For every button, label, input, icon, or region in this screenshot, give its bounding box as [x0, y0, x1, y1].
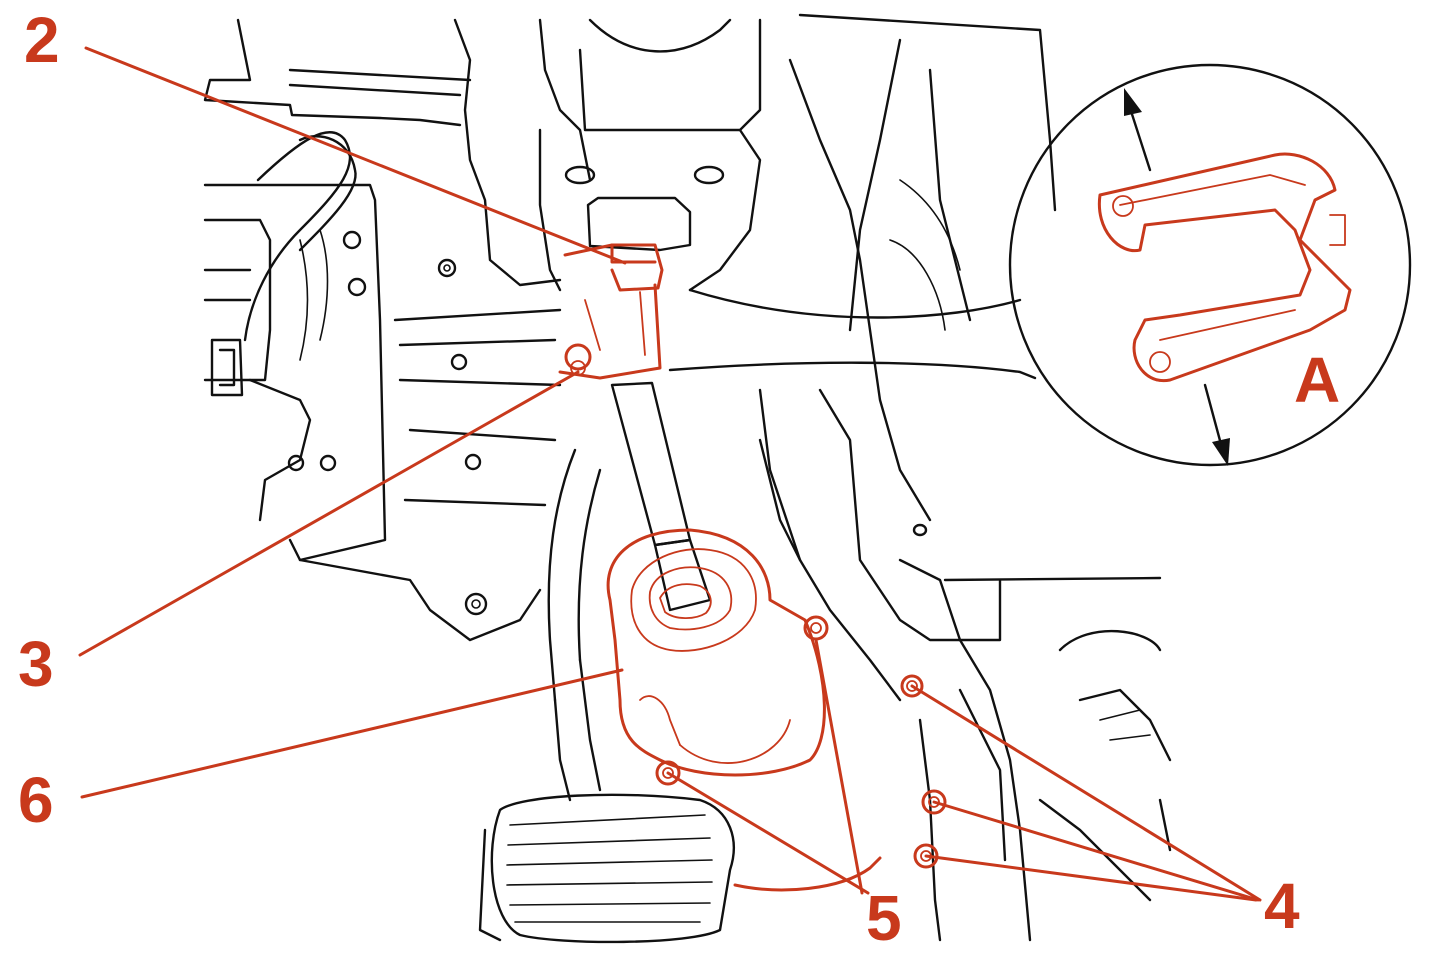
leader-2 — [84, 46, 627, 265]
callout-6: 6 — [18, 764, 54, 836]
callout-2: 2 — [24, 4, 60, 76]
leader-6 — [80, 668, 624, 799]
callout-5: 5 — [866, 882, 902, 954]
retaining-clip — [1097, 152, 1352, 383]
highlighted-parts — [558, 243, 947, 892]
nut — [319, 454, 337, 472]
part-4-nut — [900, 674, 924, 698]
nut — [464, 453, 482, 471]
callout-3: 3 — [18, 628, 54, 700]
leader-5a — [666, 771, 870, 895]
part-3-bracket — [558, 283, 662, 380]
callout-labels: 2 3 6 5 4 A — [18, 4, 1340, 954]
arrow-down-icon — [1203, 383, 1230, 466]
background-line-art — [203, 13, 1172, 944]
nut — [287, 454, 305, 472]
callout-detail-a: A — [1294, 344, 1340, 416]
detail-view-a — [668, 63, 1412, 467]
leader-4a — [910, 684, 1262, 902]
nut — [450, 353, 468, 371]
nut — [464, 592, 488, 616]
arrow-up-icon — [1124, 88, 1152, 172]
pedal-pad — [478, 793, 735, 944]
callout-4: 4 — [1264, 870, 1300, 942]
part-6-boot — [606, 528, 882, 892]
nut — [437, 258, 457, 278]
leader-lines — [78, 46, 1262, 902]
leader-5b — [814, 638, 864, 895]
part-2-clip — [563, 243, 664, 292]
leader-4b — [932, 800, 1260, 902]
leader-3 — [78, 370, 580, 657]
leader-4c — [924, 854, 1258, 902]
